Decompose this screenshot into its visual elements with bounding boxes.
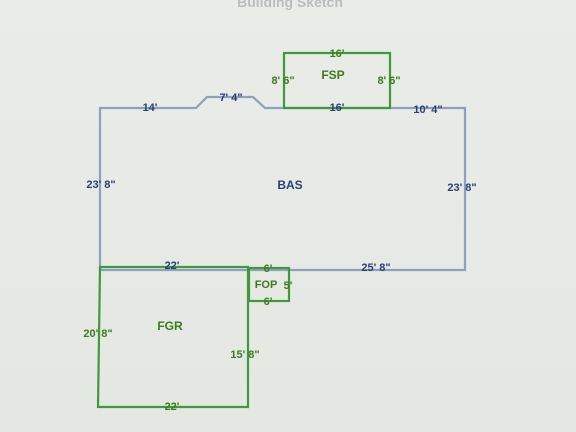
- fgr-outline: [96, 265, 250, 409]
- dim-bas-top-mid: 16': [330, 102, 345, 114]
- dim-bas-bottom-right: 25' 8": [361, 262, 390, 274]
- dim-fsp-right: 8' 6": [377, 75, 400, 87]
- fop-outline: [247, 266, 291, 303]
- dim-fsp-left: 8' 6": [271, 75, 294, 87]
- room-label-fgr: FGR: [157, 319, 183, 333]
- room-label-fsp: FSP: [321, 68, 344, 82]
- dim-fop-right: 5': [284, 280, 293, 292]
- room-label-fop: FOP: [255, 279, 278, 291]
- dim-bas-top-right: 10' 4": [413, 104, 442, 116]
- dim-bas-left: 23' 8": [86, 179, 115, 191]
- dim-bas-bump: 7' 4": [219, 92, 242, 104]
- dim-fgr-bottom: 22': [165, 401, 180, 413]
- dim-fgr-left: 20' 8": [83, 328, 112, 340]
- room-label-bas: BAS: [277, 178, 302, 192]
- page-title: Building Sketch: [237, 0, 343, 10]
- dim-fop-top: 6': [264, 263, 273, 275]
- dim-bas-bottom-left: 22': [165, 260, 180, 272]
- fsp-outline: [282, 51, 392, 110]
- bas-outline: [98, 95, 467, 272]
- dim-fgr-right: 15' 8": [230, 349, 259, 361]
- dim-bas-right: 23' 8": [447, 182, 476, 194]
- dim-fsp-top: 16': [330, 48, 345, 60]
- dim-bas-top-left: 14': [143, 102, 158, 114]
- dim-fop-bottom: 6': [264, 296, 273, 308]
